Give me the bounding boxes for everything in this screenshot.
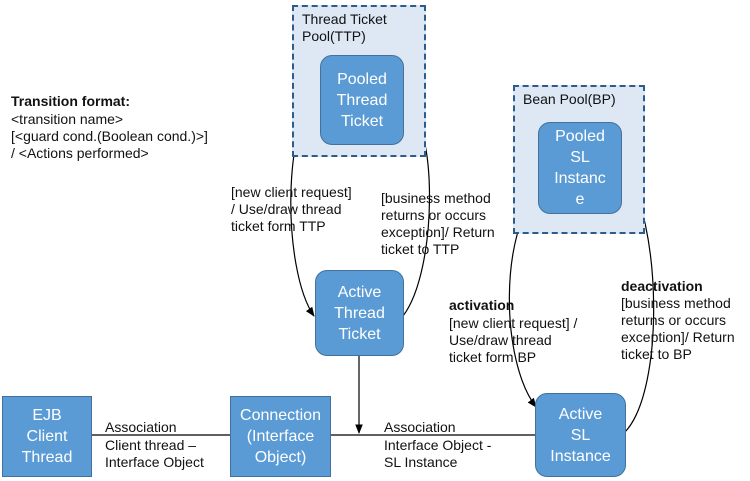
label-deactivation-title: deactivation xyxy=(621,278,703,294)
label-activation-body: [new client request] / Use/draw thread t… xyxy=(449,315,578,365)
label-assoc-client-body: Client thread – Interface Object xyxy=(105,437,204,470)
connection-interface-object-box[interactable]: Connection (Interface Object) xyxy=(230,396,331,477)
legend-body: <transition name> [<guard cond.(Boolean … xyxy=(11,111,208,161)
label-ttp-draw: [new client request] / Use/draw thread t… xyxy=(231,184,352,234)
label-deactivation-body: [business method returns or occurs excep… xyxy=(621,295,735,362)
pooled-sl-instance-state[interactable]: Pooled SL Instanc e xyxy=(538,122,622,214)
active-sl-instance-state[interactable]: Active SL Instance xyxy=(535,393,626,477)
label-assoc-client-title: Association xyxy=(105,419,177,435)
pool-title-ttp: Thread Ticket Pool(TTP) xyxy=(302,11,387,44)
pool-title-bp: Bean Pool(BP) xyxy=(523,91,616,107)
ejb-client-thread-box[interactable]: EJB Client Thread xyxy=(2,396,92,477)
legend-heading: Transition format: xyxy=(11,93,131,109)
label-assoc-sl-title: Association xyxy=(384,419,456,435)
label-ttp-return: [business method returns or occurs excep… xyxy=(381,190,495,257)
pooled-thread-ticket-state[interactable]: Pooled Thread Ticket xyxy=(320,55,404,145)
label-activation-title: activation xyxy=(449,297,515,313)
label-assoc-sl-body: Interface Object - SL Instance xyxy=(384,437,492,470)
active-thread-ticket-state[interactable]: Active Thread Ticket xyxy=(315,270,404,356)
